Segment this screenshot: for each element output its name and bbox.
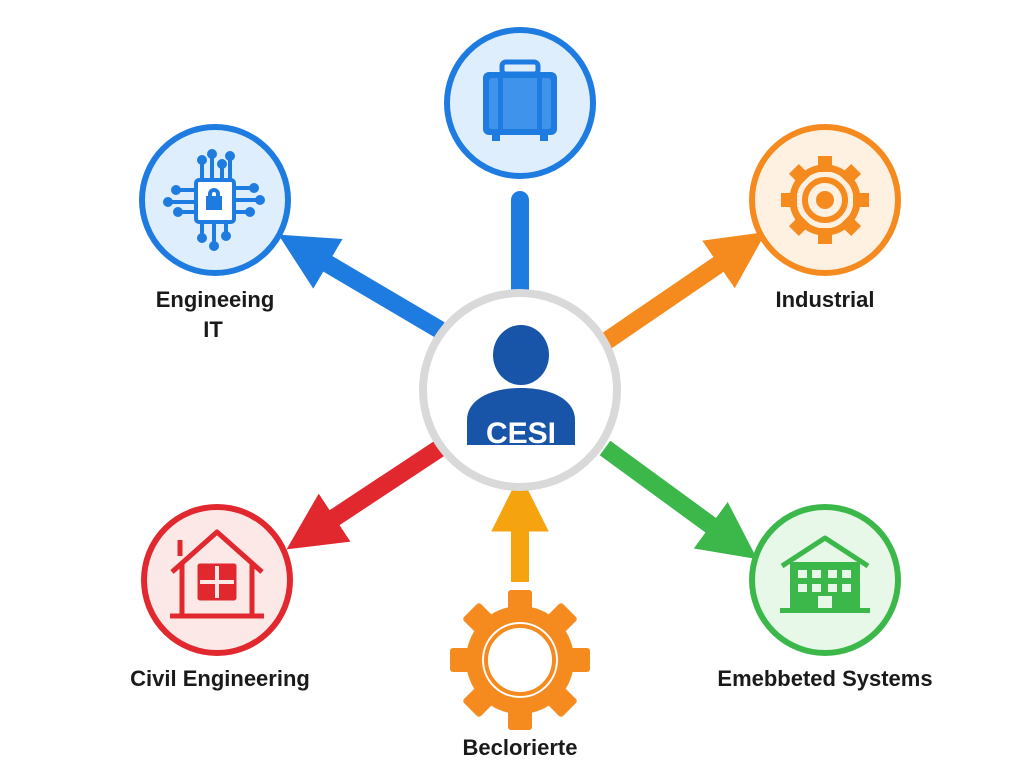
- node-embedded-systems: [749, 504, 901, 656]
- center-node: CESI: [419, 289, 621, 491]
- label-embedded-systems: Emebbeted Systems: [717, 666, 933, 691]
- node-civil-engineering: [141, 504, 293, 656]
- briefcase-icon: [483, 59, 557, 141]
- node-engineering-it: [139, 124, 291, 276]
- arrow-to-engineering-it: [278, 234, 445, 338]
- node-industrial: [749, 124, 901, 276]
- arrow-to-civil-engineering: [286, 440, 445, 550]
- label-beclorierte: Beclorierte: [462, 735, 578, 760]
- node-business: [444, 27, 596, 179]
- label-industrial: Industrial: [775, 287, 875, 312]
- label-engineering-it-line1: Engineeing: [155, 287, 275, 312]
- arrow-to-embedded-systems: [599, 440, 758, 560]
- arrow-to-industrial: [599, 232, 767, 350]
- label-engineering-it-line2: IT: [203, 317, 223, 342]
- label-engineering-it: Engineeing IT: [120, 285, 310, 345]
- gear-icon: [781, 156, 869, 244]
- person-icon: [467, 325, 575, 445]
- building-icon: [780, 535, 870, 613]
- node-beclorierte: [450, 590, 590, 730]
- circuit-lock-icon: [163, 149, 265, 251]
- label-civil-engineering: Civil Engineering: [130, 666, 310, 691]
- center-label: CESI: [486, 417, 556, 450]
- house-icon: [170, 529, 264, 619]
- gear-icon: [450, 590, 590, 730]
